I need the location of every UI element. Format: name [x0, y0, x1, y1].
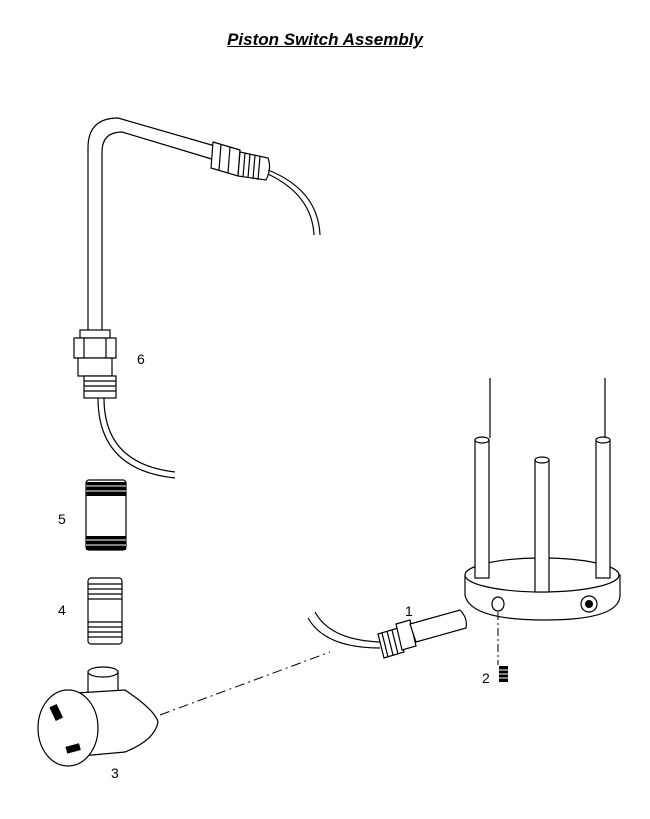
callout-5: 5 — [58, 511, 66, 527]
callout-3: 3 — [111, 765, 119, 781]
callout-2: 2 — [482, 670, 490, 686]
part-2-set-screw — [499, 666, 508, 682]
diagram-title: Piston Switch Assembly — [227, 30, 423, 49]
part-1-piston-probe — [307, 609, 467, 659]
part-4-nipple — [87, 577, 123, 645]
part-6-tube-assembly — [73, 117, 321, 479]
part-3-switch-body — [37, 666, 159, 767]
electrode-base-assembly — [464, 378, 621, 665]
callout-1: 1 — [405, 603, 413, 619]
part-5-coupling — [85, 479, 127, 551]
assembly-centerline — [159, 651, 331, 716]
callout-6: 6 — [137, 351, 145, 367]
callout-4: 4 — [58, 602, 66, 618]
